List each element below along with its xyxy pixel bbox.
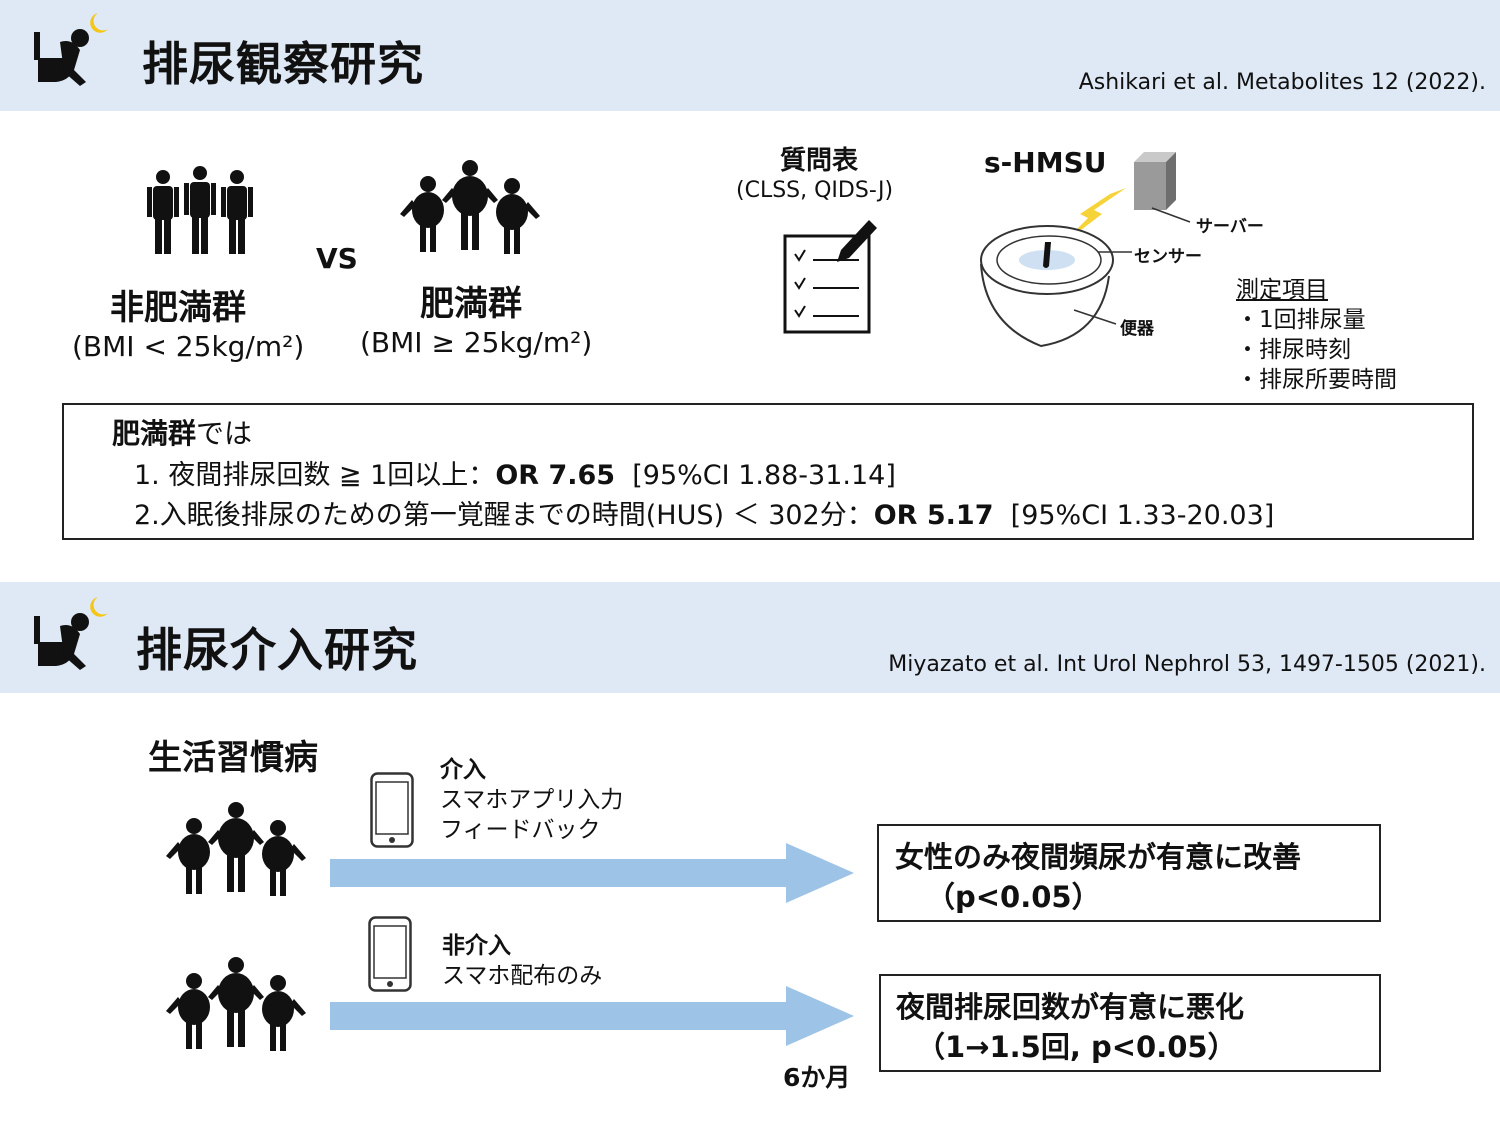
outcome2-box [879, 974, 1381, 1072]
smartphone-icon [368, 916, 412, 992]
vs-label: VS [316, 242, 358, 275]
arm1-line2: フィードバック [440, 817, 601, 843]
outcome1-line1: 女性のみ夜間頻尿が有意に改善 [895, 840, 1302, 874]
result1-text: 1. 夜間排尿回数 ≧ 1回以上： [134, 460, 496, 491]
population-label: 生活習慣病 [148, 738, 318, 778]
toilet-bowl-icon [980, 225, 1114, 348]
result2-ci: [95%CI 1.33-20.03] [1010, 500, 1275, 531]
questionnaire-detail: (CLSS, QIDS-J) [736, 178, 894, 203]
result1-ci: [95%CI 1.88-31.14] [632, 460, 896, 491]
callout-lines [1073, 207, 1191, 325]
result-heading-bold: 肥満群 [112, 417, 197, 450]
people-group-icon [147, 166, 253, 254]
obs-title: 排尿観察研究 [142, 37, 424, 91]
arm1-title: 介入 [440, 757, 486, 783]
arm1-arrow [330, 843, 854, 903]
sensor-label: センサー [1134, 247, 1202, 267]
measure-item: ・排尿時刻 [1236, 337, 1351, 363]
measure-title: 測定項目 [1236, 277, 1328, 303]
obese-group-icon [400, 160, 540, 254]
outcome2-line2: （1→1.5回, p<0.05） [916, 1030, 1237, 1064]
duration-label: 6か月 [783, 1063, 851, 1092]
group-b-label: 肥満群 [420, 284, 522, 324]
result2-or: OR 5.17 [873, 500, 994, 531]
result1-or: OR 7.65 [495, 460, 616, 491]
server-label: サーバー [1196, 217, 1264, 237]
outcome1-line2: （p<0.05） [926, 880, 1101, 914]
toilet-person-icon [34, 597, 108, 670]
outcome1-box [877, 824, 1381, 922]
device-label: s-HMSU [984, 146, 1107, 179]
outcome2-line1: 夜間排尿回数が有意に悪化 [896, 990, 1245, 1024]
arm2-title: 非介入 [442, 933, 511, 959]
smartphone-icon [370, 772, 414, 848]
result-line-1: 1. 夜間排尿回数 ≧ 1回以上：OR 7.65 [95%CI 1.88-31.… [134, 453, 896, 492]
result-heading-rest: では [196, 417, 253, 450]
arm2-line1: スマホ配布のみ [442, 963, 603, 989]
arm1-line1: スマホアプリ入力 [440, 787, 624, 813]
obese-group-icon [166, 802, 306, 896]
int-citation: Miyazato et al. Int Urol Nephrol 53, 149… [888, 652, 1486, 677]
crescent-moon-icon [0, 0, 1, 1]
arm2-arrow [330, 986, 854, 1046]
result-line-2: 2.入眠後排尿のための第一覚醒までの時間(HUS) ＜ 302分：OR 5.17… [134, 493, 1274, 532]
questionnaire-label: 質問表 [780, 146, 859, 176]
group-a-bmi: (BMI < 25kg/m²) [72, 330, 305, 363]
group-b-bmi: (BMI ≥ 25kg/m²) [360, 326, 593, 359]
result-heading: 肥満群では [112, 412, 252, 452]
group-a-label: 非肥満群 [110, 288, 246, 328]
obs-header-band [0, 0, 1500, 111]
clipboard-pen-icon [783, 220, 877, 334]
obese-group-icon [166, 957, 306, 1051]
obs-citation: Ashikari et al. Metabolites 12 (2022). [1078, 70, 1486, 95]
server-box-icon [1134, 152, 1176, 210]
int-title: 排尿介入研究 [136, 623, 418, 677]
int-header-band [0, 582, 1500, 693]
measure-item: ・1回排尿量 [1236, 307, 1366, 333]
toilet-label: 便器 [1120, 319, 1154, 339]
toilet-person-icon [34, 13, 108, 86]
result2-text: 2.入眠後排尿のための第一覚醒までの時間(HUS) ＜ 302分： [134, 500, 874, 531]
measure-item: ・排尿所要時間 [1236, 367, 1397, 393]
obs-result-box [62, 403, 1474, 540]
